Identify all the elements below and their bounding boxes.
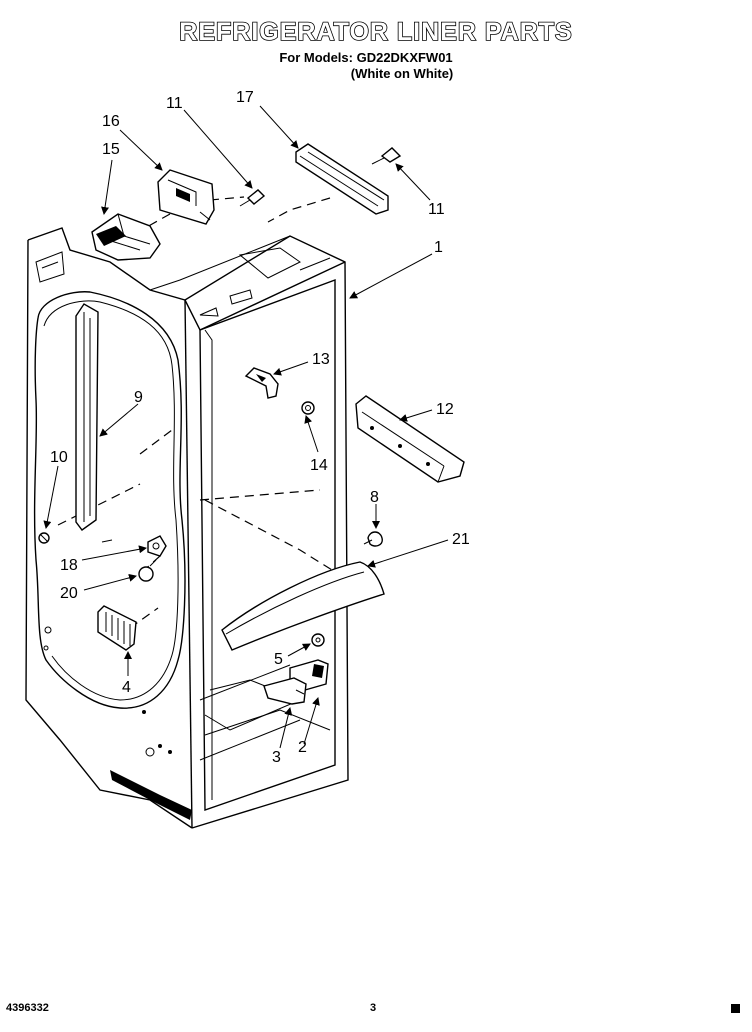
callout-20: 20 (60, 585, 78, 602)
callout-11-top: 11 (166, 95, 183, 112)
part-20-bulb (138, 559, 157, 582)
part-15-housing (91, 213, 161, 261)
callout-18: 18 (60, 557, 78, 574)
callout-3: 3 (272, 749, 281, 766)
doc-number: 4396332 (6, 1002, 49, 1014)
callout-10: 10 (50, 449, 68, 466)
callout-4: 4 (122, 679, 131, 696)
part-12-support (355, 395, 465, 483)
corner-mark (731, 1004, 740, 1013)
part-2-3-plates (263, 659, 329, 705)
callout-8: 8 (370, 489, 379, 506)
leader-lines (43, 105, 449, 749)
part-18-socket (147, 535, 167, 557)
page-title: REFRIGERATOR LINER PARTS (178, 17, 573, 47)
callout-14: 14 (310, 457, 328, 474)
part-13-bracket (244, 367, 279, 399)
callout-12: 12 (436, 401, 454, 418)
part-10-screw (38, 532, 113, 544)
callout-16: 16 (102, 113, 120, 130)
callout-21: 21 (452, 531, 470, 548)
part-5-screw (311, 633, 325, 647)
part-16-bracket (157, 169, 215, 225)
page-number: 3 (370, 1002, 377, 1014)
explode-lines (57, 196, 341, 629)
part-21-cover (221, 561, 385, 651)
callout-11-right: 11 (428, 201, 445, 218)
color-line: (White on White) (350, 66, 454, 81)
part-14-nut (301, 401, 315, 415)
part-4-grille (97, 605, 137, 651)
callout-2: 2 (298, 739, 307, 756)
part-11-screws (239, 147, 402, 207)
callout-9: 9 (134, 389, 143, 406)
callout-15: 15 (102, 141, 120, 158)
callout-labels: 1 2 3 4 5 8 9 10 11 11 12 13 14 15 16 17… (50, 89, 470, 766)
callout-17: 17 (236, 89, 254, 106)
callout-5: 5 (274, 651, 283, 668)
models-line: For Models: GD22DKXFW01 (279, 50, 453, 65)
callout-13: 13 (312, 351, 330, 368)
part-8-clip (363, 531, 383, 547)
liner-cabinet (25, 227, 349, 829)
part-17-bar (295, 143, 389, 215)
part-9-rail (75, 303, 99, 531)
callout-1: 1 (434, 239, 443, 256)
